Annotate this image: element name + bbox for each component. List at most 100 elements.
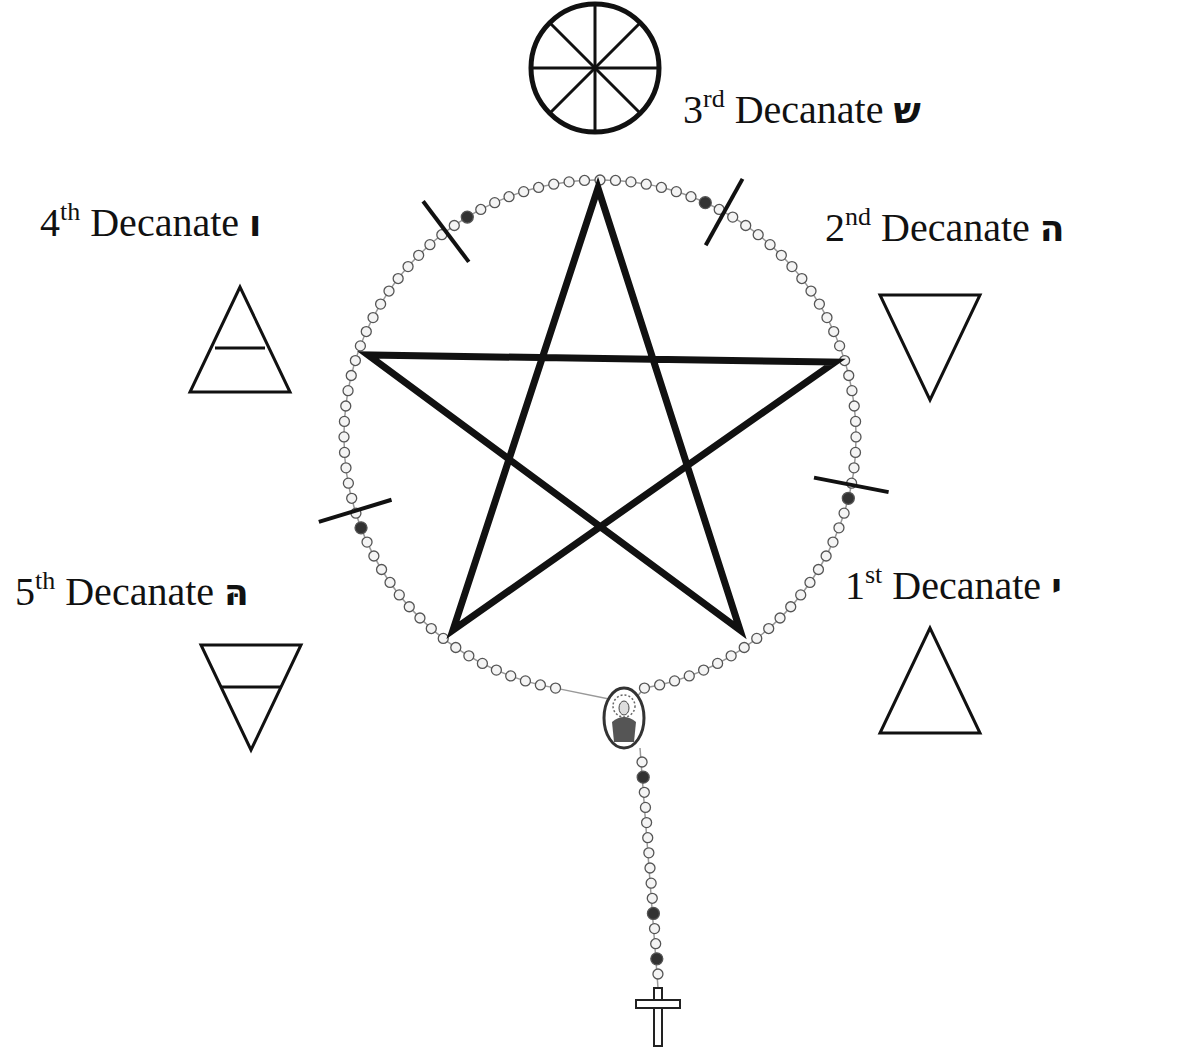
rosary-chain [344, 180, 856, 688]
rosary-bead [644, 848, 654, 858]
decanate-word: Decanate [80, 200, 249, 245]
rosary-bead [637, 771, 649, 783]
rosary-bead [851, 416, 861, 426]
pentagram-star [368, 188, 835, 630]
rosary-bead [369, 551, 379, 561]
rosary-bead [726, 651, 736, 661]
rosary-bead [828, 537, 838, 547]
rosary-bead [640, 802, 650, 812]
rosary-bead [646, 878, 656, 888]
rosary-bead [610, 175, 620, 185]
rosary-bead [637, 757, 647, 767]
rosary-bead [404, 602, 414, 612]
rosary-bead [796, 590, 806, 600]
rosary-bead [639, 683, 649, 693]
decanate-label: 2nd Decanate ה [825, 208, 1065, 248]
rosary-bead [368, 313, 378, 323]
rosary-bead [426, 624, 436, 634]
rosary-bead [821, 551, 831, 561]
rosary-bead [491, 665, 501, 675]
rosary-chain [556, 688, 614, 700]
rosary-bead [851, 432, 861, 442]
rosary-bead [645, 863, 655, 873]
rosary-bead [461, 211, 473, 223]
rosary-bead [822, 313, 832, 323]
rosary-chain [640, 748, 658, 988]
ordinal-number: 4 [40, 200, 60, 245]
rosary-bead [699, 197, 711, 209]
ordinal-number: 3 [683, 87, 703, 132]
rosary-bead [449, 221, 459, 231]
rosary-bead [343, 386, 353, 396]
rosary-bead [377, 564, 387, 574]
rosary-bead [844, 370, 854, 380]
rosary-bead [739, 643, 749, 653]
rosary-bead [850, 447, 860, 457]
rosary-bead [752, 633, 762, 643]
rosary-bead [699, 665, 709, 675]
rosary-bead [551, 683, 561, 693]
decanate-label: 1st Decanate י [845, 566, 1062, 606]
rosary-bead [580, 175, 590, 185]
rosary-bead [549, 179, 559, 189]
wheel-rim [531, 4, 659, 132]
rosary-bead [355, 522, 367, 534]
rosary-bead [394, 590, 404, 600]
rosary [319, 175, 889, 988]
wheel-symbol [531, 4, 659, 132]
rosary-bead [339, 416, 349, 426]
crucifix [636, 988, 680, 1046]
wheel-spoke [550, 23, 640, 113]
medal [604, 688, 644, 748]
rosary-bead [385, 577, 395, 587]
decanate-label: 3rd Decanate ש [683, 90, 921, 130]
decanate-divider [814, 478, 889, 493]
rosary-bead [414, 250, 424, 260]
rosary-bead [506, 671, 516, 681]
cross-post [654, 988, 662, 1046]
rosary-bead [355, 341, 365, 351]
rosary-bead [647, 907, 659, 919]
rosary-bead [490, 198, 500, 208]
rosary-bead [451, 643, 461, 653]
rosary-bead [650, 924, 660, 934]
earth-triangle [201, 645, 301, 750]
pentagram [368, 188, 835, 630]
medal-halo [613, 695, 635, 717]
rosary-bead [626, 177, 636, 187]
ordinal-suffix: nd [845, 202, 871, 231]
rosary-bead [847, 386, 857, 396]
rosary-bead [415, 613, 425, 623]
rosary-bead [346, 370, 356, 380]
rosary-bead [384, 286, 394, 296]
ordinal-number: 1 [845, 563, 865, 608]
rosary-bead [653, 969, 663, 979]
rosary-bead [829, 327, 839, 337]
decanate-word: Decanate [882, 563, 1051, 608]
rosary-bead [839, 508, 849, 518]
rosary-bead [362, 537, 372, 547]
rosary-bead [655, 680, 665, 690]
rosary-bead [835, 341, 845, 351]
rosary-bead [813, 564, 823, 574]
rosary-bead [686, 192, 696, 202]
water-triangle [880, 295, 980, 400]
decanate-divider [706, 179, 743, 245]
rosary-bead [651, 939, 661, 949]
rosary-bead [476, 204, 486, 214]
rosary-bead [535, 680, 545, 690]
hebrew-letter: ה [1040, 208, 1065, 249]
rosary-bead [670, 676, 680, 686]
rosary-bead [519, 187, 529, 197]
rosary-bead [806, 286, 816, 296]
rosary-bead [753, 230, 763, 240]
rosary-bead [347, 493, 357, 503]
rosary-bead [639, 787, 649, 797]
rosary-bead [671, 187, 681, 197]
decanate-divider [319, 500, 392, 522]
rosary-bead [350, 356, 360, 366]
rosary-bead [797, 274, 807, 284]
rosary-bead [641, 179, 651, 189]
rosary-bead [339, 432, 349, 442]
